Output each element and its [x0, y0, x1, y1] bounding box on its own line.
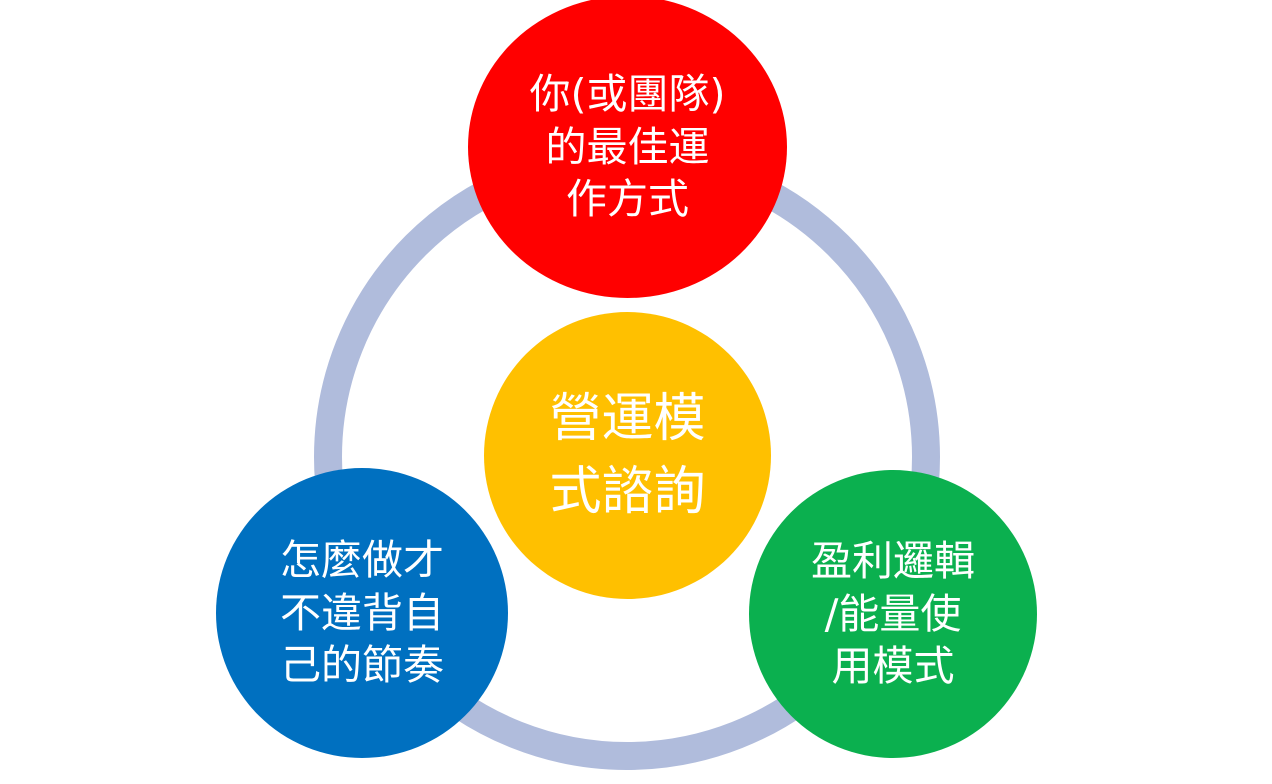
node-text-line: 的最佳運 [545, 122, 710, 171]
node-text-line: 不違背自 [280, 588, 444, 637]
node-text-line: 式諮詢 [549, 461, 706, 522]
node-best-operation: 你(或團隊) 的最佳運 作方式 [468, 0, 787, 298]
node-text-line: 己的節奏 [280, 641, 444, 690]
node-text-line: /能量使 [824, 589, 962, 638]
node-text-line: 用模式 [831, 642, 955, 691]
node-text-line: 怎麼做才 [280, 536, 444, 585]
node-center-consulting: 營運模 式諮詢 [484, 312, 771, 599]
node-text-line: 盈利邏輯 [811, 537, 975, 586]
node-text-line: 你(或團隊) [529, 70, 726, 119]
node-text-line: 營運模 [549, 388, 706, 449]
node-text-line: 作方式 [566, 175, 689, 224]
node-profit-logic: 盈利邏輯 /能量使 用模式 [749, 470, 1037, 758]
node-own-rhythm: 怎麼做才 不違背自 己的節奏 [216, 468, 508, 758]
